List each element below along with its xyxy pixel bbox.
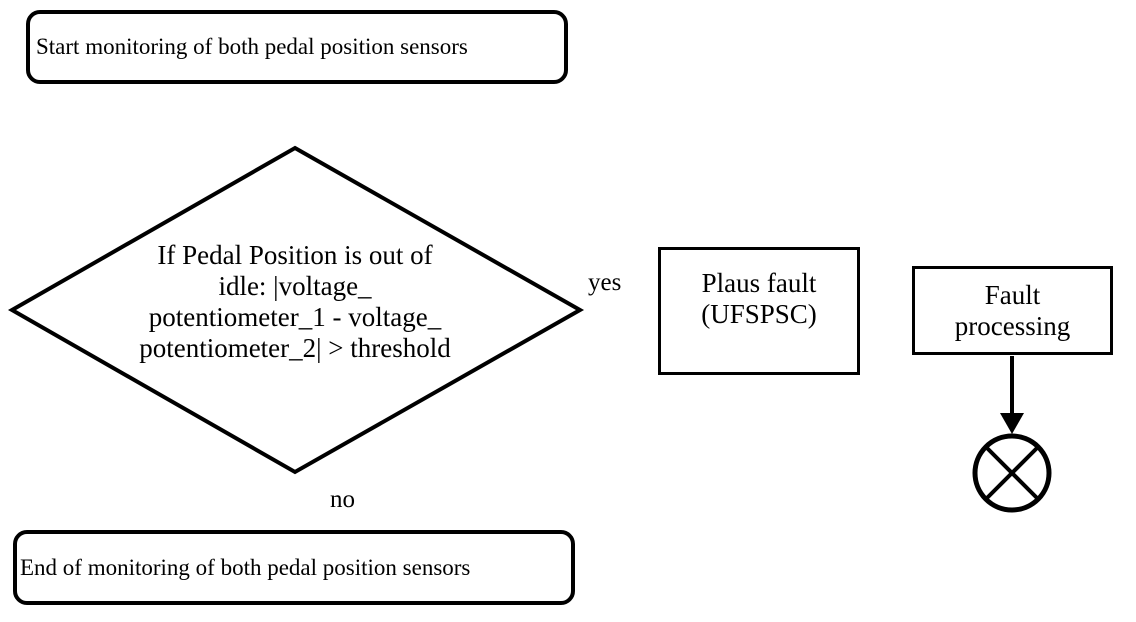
start-node: Start monitoring of both pedal position … <box>26 10 568 84</box>
decision-text-line: idle: |voltage_ <box>218 271 372 301</box>
decision-text-line: potentiometer_2| > threshold <box>139 333 451 363</box>
start-node-label: Start monitoring of both pedal position … <box>36 34 468 59</box>
decision-text-line: potentiometer_1 - voltage_ <box>148 302 442 332</box>
end-node-label: End of monitoring of both pedal position… <box>20 554 471 580</box>
no-edge-label: no <box>330 486 355 513</box>
end-node: End of monitoring of both pedal position… <box>13 530 575 605</box>
circle-cross-icon <box>972 433 1052 513</box>
fault-processing-label-line: Fault <box>984 279 1041 310</box>
yes-edge-label: yes <box>588 269 622 296</box>
fault-processing-label-line: processing <box>954 310 1071 341</box>
plaus-fault-label-line: Plaus fault <box>701 268 817 298</box>
decision-diamond-shape <box>7 145 585 475</box>
terminator-cross-line-2 <box>984 445 1040 501</box>
fault-processing-node: Fault processing <box>912 266 1113 355</box>
decision-node-text: If Pedal Position is out of idle: |volta… <box>95 240 495 364</box>
plaus-fault-node: Plaus fault (UFSPSC) <box>658 247 860 375</box>
arrowhead-icon <box>1000 413 1024 434</box>
plaus-fault-label-line: (UFSPSC) <box>701 299 817 329</box>
decision-text-line: If Pedal Position is out of <box>157 240 433 270</box>
